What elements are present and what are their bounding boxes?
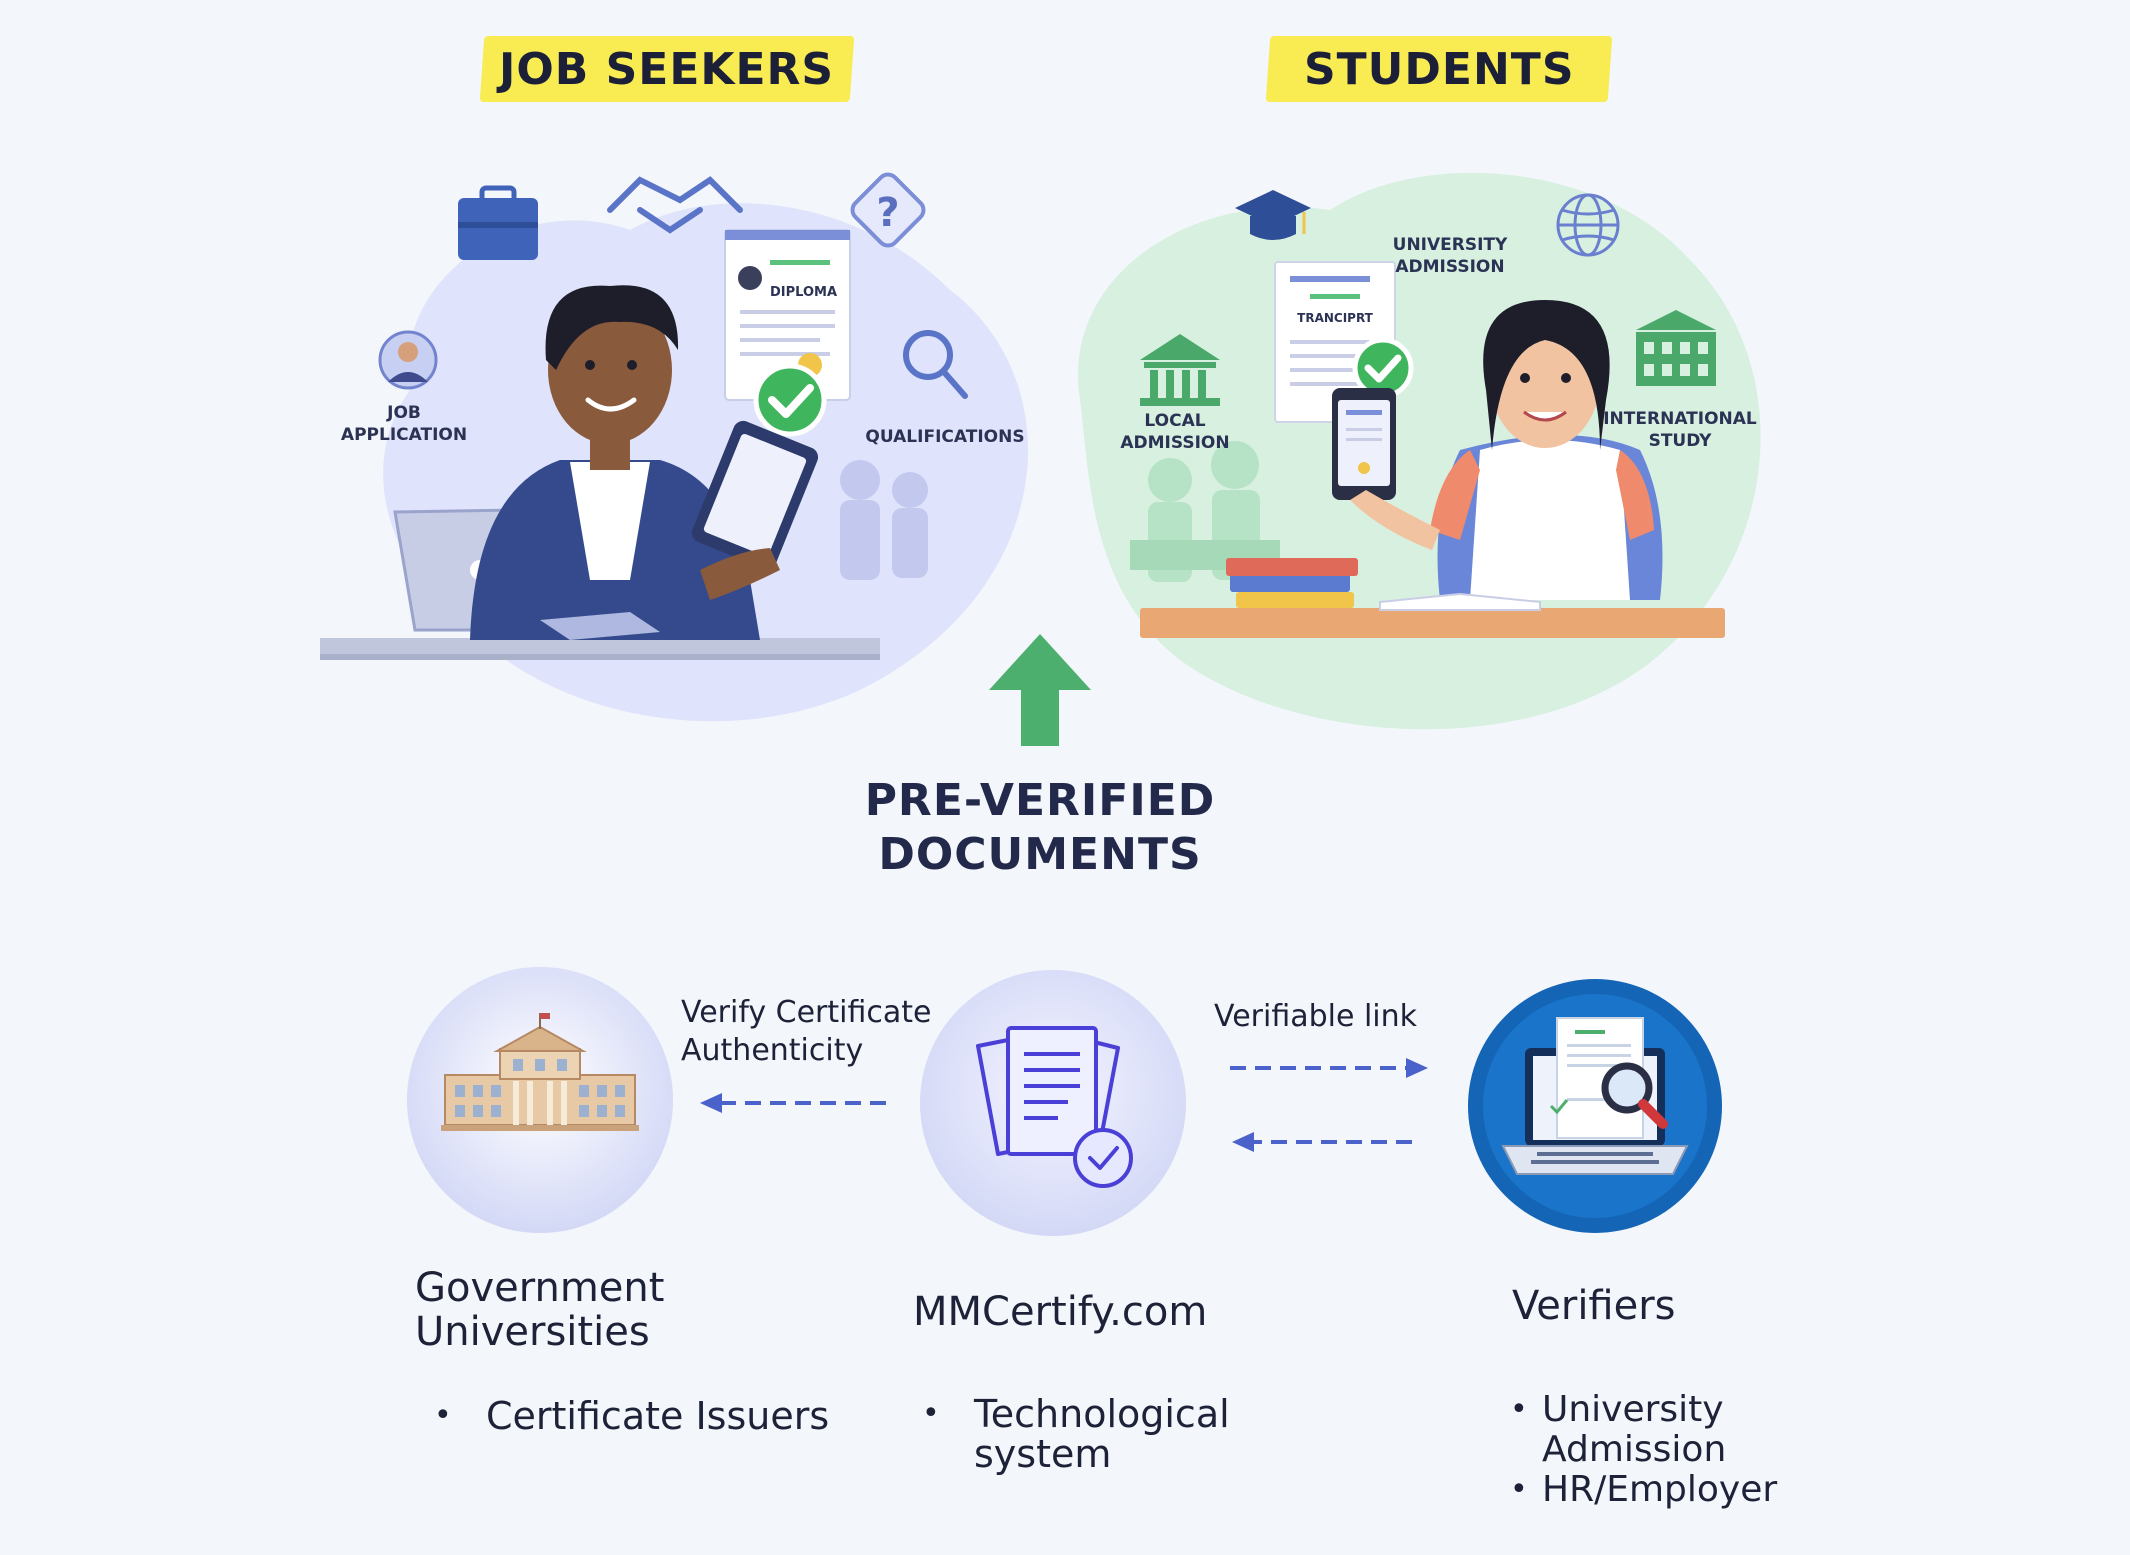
smartphone-icon [1332,388,1396,500]
university-building-icon [441,1013,639,1131]
qualifications-label: QUALIFICATIONS [865,427,1025,447]
verifiers-bullets: University Admission HR/Employer [1506,1390,1777,1511]
job-seekers-heading: JOB SEEKERS [479,36,855,102]
return-arrowhead [1232,1132,1254,1152]
help-icon: ? [850,172,926,248]
student-person [1430,300,1663,600]
job-seekers-illustration: ? DIPLOMA [320,172,1028,722]
tablet-icon [691,420,819,570]
search-icon [903,330,968,399]
applicant-avatar-icon [378,330,438,390]
laptop-magnifier-icon [1501,1017,1689,1175]
universities-node [407,967,673,1233]
open-book [1379,592,1541,611]
study-desk [1140,608,1725,638]
list-item: HR/Employer [1506,1470,1777,1511]
briefcase-icon [458,185,538,260]
office-silhouettes [840,460,928,580]
list-item: Technological system [918,1394,1230,1474]
local-building-icon [1140,334,1220,406]
globe-icon [1556,193,1620,257]
international-building-icon [1636,310,1716,386]
mmcertify-node [920,970,1186,1236]
graduation-cap-icon [1235,190,1311,240]
up-arrow-icon [989,634,1091,746]
verify-authenticity-label: Verify Certificate Authenticity [681,995,932,1068]
students-illustration: TRANCIPRT [1078,172,1761,730]
students-heading: STUDENTS [1265,36,1613,102]
universities-bullets: Certificate Issuers [430,1396,829,1436]
check-badge-icon [753,363,827,437]
diploma-label: DIPLOMA [770,285,837,300]
handshake-icon [607,176,743,234]
university-admission-label: UNIVERSITY ADMISSION [1392,235,1508,277]
universities-title: Government Universities [415,1265,665,1355]
classroom-silhouettes [1130,441,1280,582]
international-study-label: INTERNATIONAL STUDY [1603,409,1757,451]
mmcertify-bullets: Technological system [918,1394,1230,1474]
job-application-label: JOB APPLICATION [340,403,468,445]
local-admission-label: LOCAL ADMISSION [1120,411,1230,453]
documents-check-icon [976,1026,1133,1188]
desk [320,638,880,654]
verifiers-title: Verifiers [1512,1283,1676,1329]
job-seeker-person [470,285,760,640]
verifiers-node [1468,979,1722,1233]
check-badge-icon [1352,337,1414,399]
verifiable-link-label: Verifiable link [1214,999,1418,1034]
transcript-label: TRANCIPRT [1297,311,1374,325]
list-item: Certificate Issuers [430,1396,829,1436]
books-icon [1226,558,1358,608]
pre-verified-documents-title: PRE-VERIFIED DOCUMENTS [864,775,1216,880]
link-arrowhead [1406,1058,1428,1078]
verify-arrowhead [700,1093,722,1113]
mmcertify-title: MMCertify.com [913,1289,1208,1335]
flow-arrows [700,1058,1428,1152]
svg-text:?: ? [876,190,899,236]
list-item: University Admission [1506,1390,1777,1470]
